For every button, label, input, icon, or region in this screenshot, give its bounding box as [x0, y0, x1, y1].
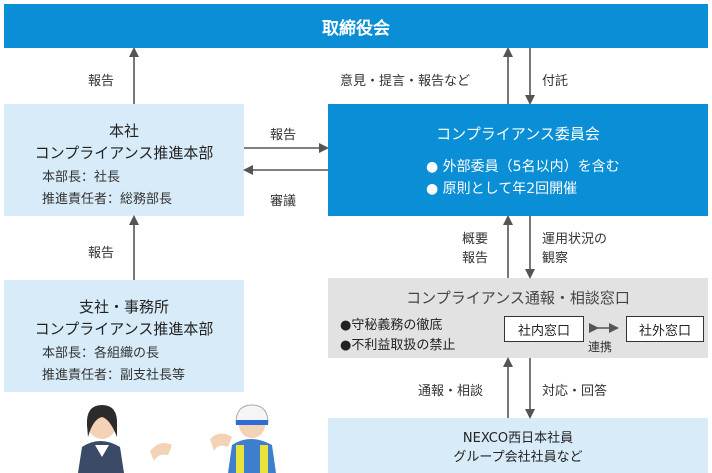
hotline-box: コンプライアンス通報・相談窓口 ●守秘義務の徹底 ●不利益取扱の禁止 社内窓口 … — [328, 278, 708, 358]
committee-title: コンプライアンス委員会 — [436, 125, 600, 143]
hotline-bullet-no-retaliation: ●不利益取扱の禁止 — [340, 338, 456, 353]
branch-title: 支社・事務所 — [78, 298, 169, 316]
label-committee-to-board: 意見・提言・報告など — [340, 74, 471, 89]
label-hotline-to-committee-1: 概要 — [462, 232, 489, 247]
label-committee-to-hotline-1: 運用状況の — [542, 232, 608, 247]
branch-head: 本部長：各組織の長 — [42, 346, 160, 361]
field-worker-figure — [210, 404, 276, 473]
employees-line2: グループ会社社員など — [453, 450, 583, 465]
hq-officer: 推進責任者：総務部長 — [42, 192, 173, 207]
external-window: 社外窓口 — [626, 316, 704, 342]
label-committee-to-hq: 審議 — [270, 194, 297, 209]
hotline-title: コンプライアンス通報・相談窓口 — [406, 289, 630, 307]
label-board-to-committee: 付託 — [542, 74, 569, 89]
employees-box: NEXCO西日本社員 グループ会社社員など — [328, 418, 708, 473]
people-illustration — [78, 404, 276, 473]
hq-compliance-box: 本社 コンプライアンス推進本部 本部長：社長 推進責任者：総務部長 — [4, 104, 244, 216]
branch-subtitle: コンプライアンス推進本部 — [34, 320, 214, 338]
hotline-bullet-confidentiality: ●守秘義務の徹底 — [340, 318, 443, 333]
employees-line1: NEXCO西日本社員 — [462, 431, 574, 446]
internal-window: 社内窓口 — [504, 316, 584, 342]
label-employees-to-hotline: 通報・相談 — [418, 384, 484, 399]
label-hotline-to-employees: 対応・回答 — [542, 384, 608, 399]
compliance-committee-box: コンプライアンス委員会 ● 外部委員（5名以内）を含む ● 原則として年2回開催 — [328, 104, 708, 216]
branch-officer: 推進責任者：副支社長等 — [42, 368, 186, 383]
office-worker-figure — [78, 405, 172, 473]
hq-subtitle: コンプライアンス推進本部 — [34, 144, 214, 162]
label-hq-to-committee: 報告 — [270, 128, 297, 143]
board-title: 取締役会 — [322, 18, 390, 39]
board-box: 取締役会 — [4, 4, 708, 48]
link-label: 連携 — [588, 340, 613, 354]
branch-compliance-box: 支社・事務所 コンプライアンス推進本部 本部長：各組織の長 推進責任者：副支社長… — [4, 280, 244, 392]
label-branch-to-hq: 報告 — [88, 246, 115, 261]
hq-title: 本社 — [108, 122, 139, 140]
hq-head: 本部長：社長 — [42, 170, 121, 185]
committee-bullet-external: ● 外部委員（5名以内）を含む — [426, 159, 620, 175]
committee-bullet-frequency: ● 原則として年2回開催 — [426, 181, 578, 197]
label-hq-to-board: 報告 — [88, 74, 115, 89]
label-committee-to-hotline-2: 観察 — [542, 251, 569, 266]
label-hotline-to-committee-2: 報告 — [462, 251, 489, 266]
